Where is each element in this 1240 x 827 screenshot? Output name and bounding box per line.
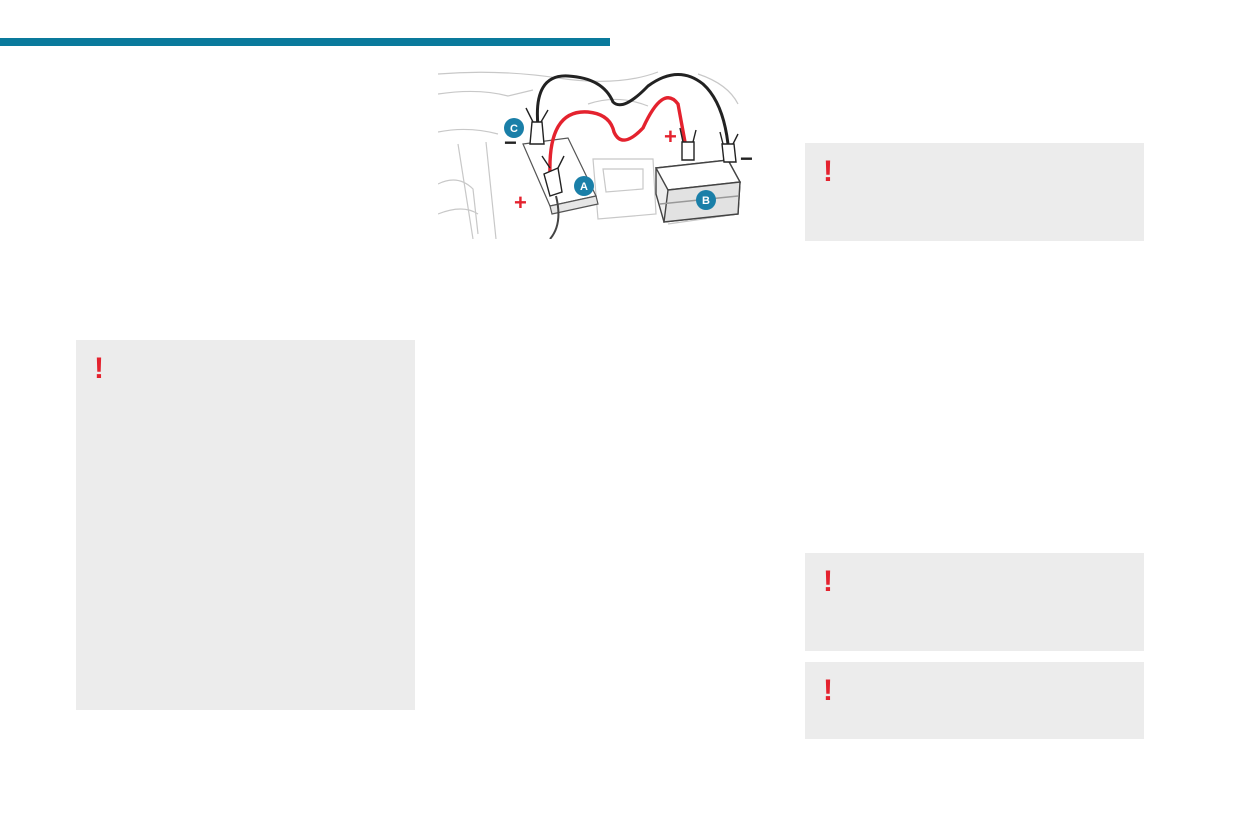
negative-cable — [535, 73, 730, 145]
minus-sign-b: − — [740, 146, 753, 171]
warning-exclamation-icon: ! — [823, 565, 833, 598]
battery-b — [654, 159, 742, 223]
callout-c: C — [504, 118, 524, 138]
warning-box-left: ! — [76, 340, 415, 710]
plus-sign-a: + — [514, 190, 527, 215]
warning-exclamation-icon: ! — [823, 674, 833, 707]
warning-box-right-top: ! — [805, 143, 1144, 241]
warning-exclamation-icon: ! — [94, 352, 104, 385]
callout-a: A — [574, 176, 594, 196]
callout-b: B — [696, 190, 716, 210]
warning-exclamation-icon: ! — [823, 155, 833, 188]
svg-text:C: C — [510, 123, 518, 135]
jump-start-illustration: − + + − C A B — [438, 71, 753, 239]
clamp-icon — [525, 107, 739, 197]
svg-text:B: B — [702, 195, 710, 207]
warning-box-right-bottom: ! — [805, 662, 1144, 739]
header-accent-bar — [0, 38, 610, 46]
plus-sign-b: + — [664, 124, 677, 149]
battery-a — [522, 137, 599, 215]
warning-box-right-middle: ! — [805, 553, 1144, 651]
positive-cable — [548, 96, 687, 175]
svg-text:A: A — [580, 181, 588, 193]
